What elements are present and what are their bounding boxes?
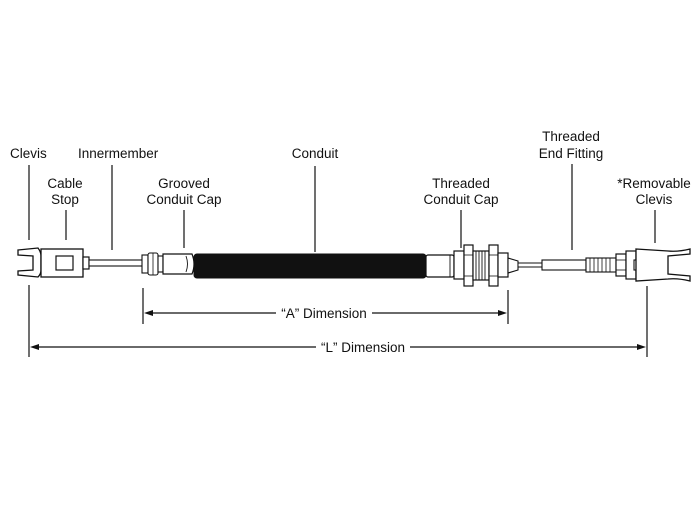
a-dimension: “A” Dimension xyxy=(142,288,509,324)
label-conduit: Conduit xyxy=(292,146,339,161)
label-threaded-cap-line2: Conduit Cap xyxy=(423,192,498,207)
label-clevis: Clevis xyxy=(10,146,47,161)
cable-stop xyxy=(55,255,74,271)
removable-clevis xyxy=(625,248,691,282)
threaded-end-fitting xyxy=(541,253,627,277)
cable-assembly xyxy=(17,244,691,287)
grooved-conduit-cap xyxy=(141,252,195,276)
label-removable-clevis-line1: *Removable xyxy=(617,176,691,191)
l-dimension-label: “L” Dimension xyxy=(321,340,405,355)
label-threaded-cap-line1: Threaded xyxy=(432,176,490,191)
label-threaded-fitting-line1: Threaded xyxy=(542,129,600,144)
conduit-tube xyxy=(193,253,427,279)
thread-lines xyxy=(475,251,486,280)
threaded-conduit-cap xyxy=(425,244,519,287)
label-removable-clevis-line2: Clevis xyxy=(636,192,673,207)
l-dimension: “L” Dimension xyxy=(28,285,648,357)
label-cable-stop-line2: Stop xyxy=(51,192,79,207)
a-dimension-label: “A” Dimension xyxy=(281,306,367,321)
left-clevis xyxy=(17,247,90,278)
label-grooved-cap-line1: Grooved xyxy=(158,176,210,191)
leader-lines xyxy=(28,164,656,252)
label-innermember: Innermember xyxy=(78,146,159,161)
left-innermember-rod xyxy=(88,259,144,267)
label-threaded-fitting-line2: End Fitting xyxy=(539,146,604,161)
label-cable-stop-line1: Cable xyxy=(47,176,82,191)
label-grooved-cap-line2: Conduit Cap xyxy=(146,192,221,207)
right-innermember-wire xyxy=(517,262,543,268)
